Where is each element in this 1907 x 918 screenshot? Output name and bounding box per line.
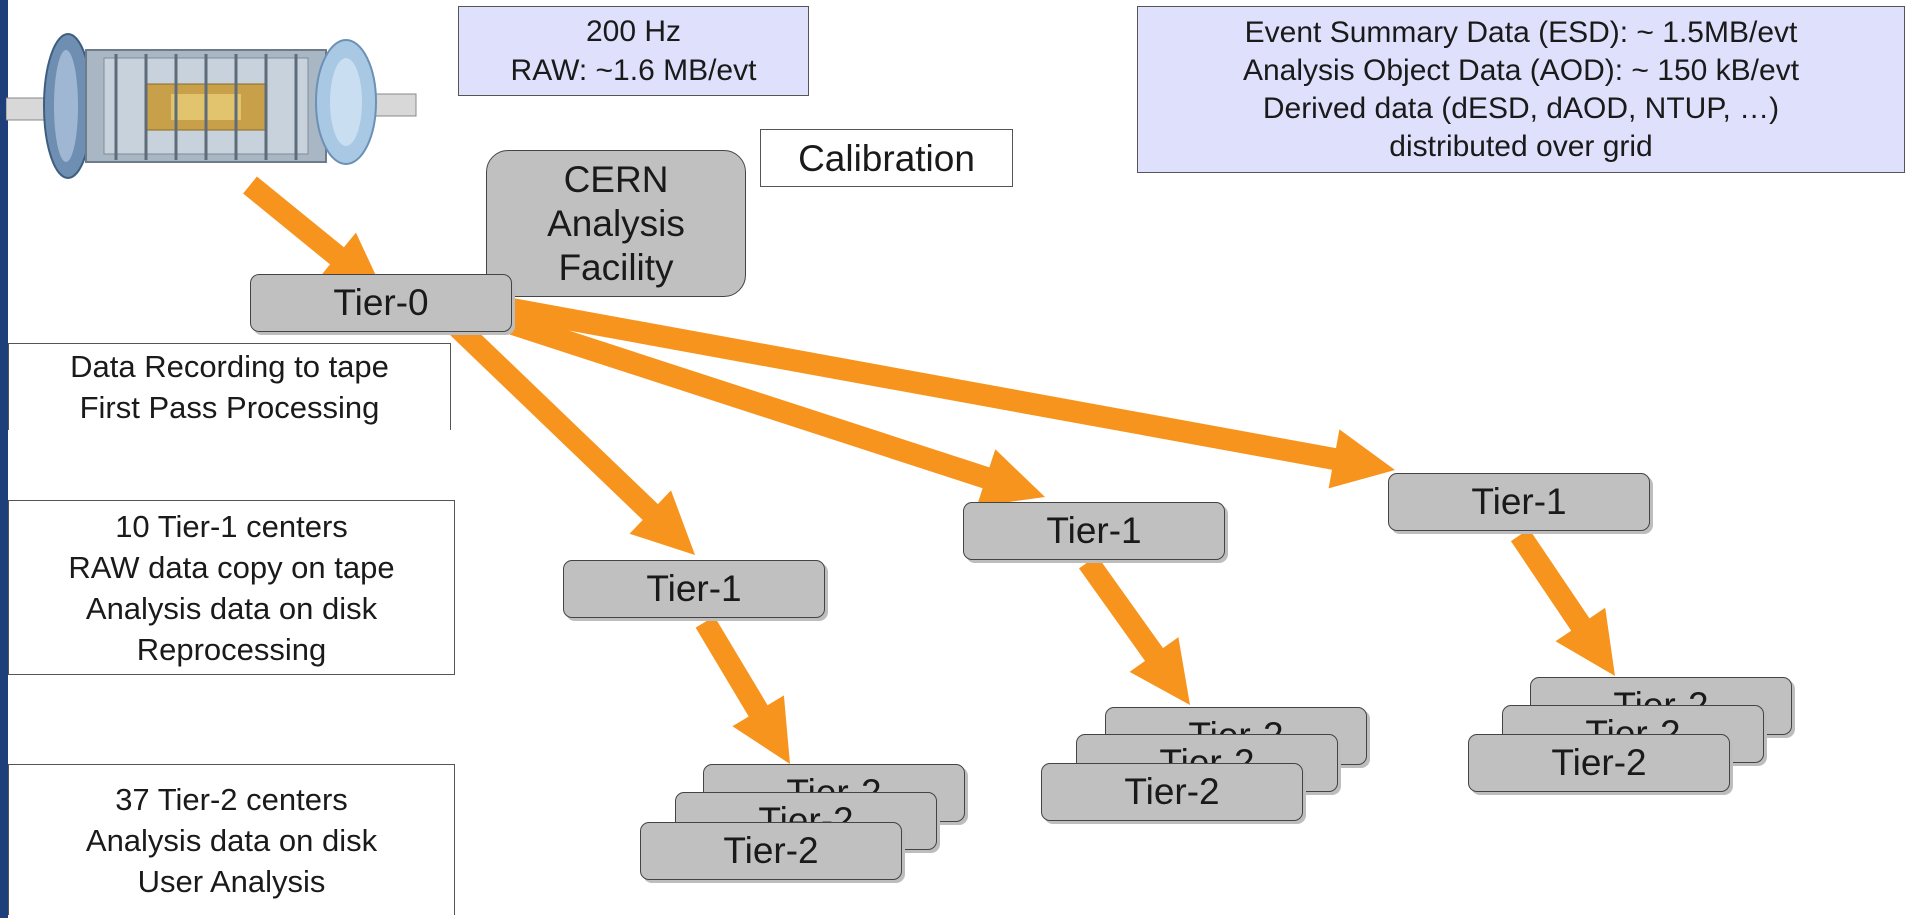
tier0-description: Data Recording to tape First Pass Proces… [8,343,451,430]
tier1-node-left: Tier-1 [563,560,825,618]
tier0-node: Tier-0 [250,274,512,332]
flow-arrow-group [243,176,1615,764]
tier1-label: Tier-1 [646,568,742,609]
arrow-tier1-middle-to-tier2 [1079,555,1190,705]
calibration-label: Calibration [760,129,1013,187]
data-formats-box: Event Summary Data (ESD): ~ 1.5MB/evt An… [1137,6,1905,173]
grid-line: distributed over grid [1389,129,1653,163]
tier2-label: Tier-2 [1551,742,1647,783]
tier2-label: Tier-2 [723,830,819,871]
tier1-desc-line-4: Reprocessing [136,631,327,667]
tier1-node-middle: Tier-1 [963,502,1225,560]
left-accent-bar [0,0,8,918]
tier2-desc-line-2: Analysis data on disk [85,822,378,858]
arrow-tier0-to-tier1-left [437,307,695,555]
tier1-description: 10 Tier-1 centers RAW data copy on tape … [8,500,455,675]
cern-analysis-facility: CERN Analysis Facility [486,150,746,297]
atlas-detector-icon [6,33,417,179]
tier2-node-middle-front: Tier-2 [1041,763,1303,821]
arrow-tier0-to-tier1-right [488,294,1395,489]
caf-line-2: Analysis [547,202,685,244]
tier2-node-right-front: Tier-2 [1468,734,1730,792]
raw-size-line: RAW: ~1.6 MB/evt [510,54,757,87]
aod-line: Analysis Object Data (AOD): ~ 150 kB/evt [1242,53,1800,87]
rate-info-box: 200 Hz RAW: ~1.6 MB/evt [458,6,809,96]
tier1-label: Tier-1 [1471,481,1567,522]
tier1-desc-line-3: Analysis data on disk [85,590,378,626]
tier0-desc-line-1: Data Recording to tape [70,349,389,384]
tier2-desc-line-3: User Analysis [137,863,326,899]
arrow-tier0-to-tier1-middle [466,299,1046,507]
arrow-tier1-right-to-tier2 [1510,528,1615,676]
tier1-desc-line-1: 10 Tier-1 centers [115,508,348,544]
esd-line: Event Summary Data (ESD): ~ 1.5MB/evt [1244,15,1798,49]
caf-line-1: CERN [563,158,669,200]
derived-line: Derived data (dESD, dAOD, NTUP, …) [1262,91,1780,125]
arrow-detector-to-tier0 [243,176,385,295]
tier1-desc-line-2: RAW data copy on tape [68,549,395,585]
tier2-node-left-front: Tier-2 [640,822,902,880]
calibration-text: Calibration [798,137,975,179]
tier0-desc-line-2: First Pass Processing [79,390,380,425]
tier2-label: Tier-2 [1124,771,1220,812]
rate-line: 200 Hz [585,15,682,48]
tier0-label: Tier-0 [333,282,429,323]
caf-line-3: Facility [558,246,674,288]
arrow-tier1-left-to-tier2 [695,616,790,764]
tier1-label: Tier-1 [1046,510,1142,551]
tier2-description: 37 Tier-2 centers Analysis data on disk … [8,764,455,915]
tier2-desc-line-1: 37 Tier-2 centers [115,781,348,817]
tier1-node-right: Tier-1 [1388,473,1650,531]
